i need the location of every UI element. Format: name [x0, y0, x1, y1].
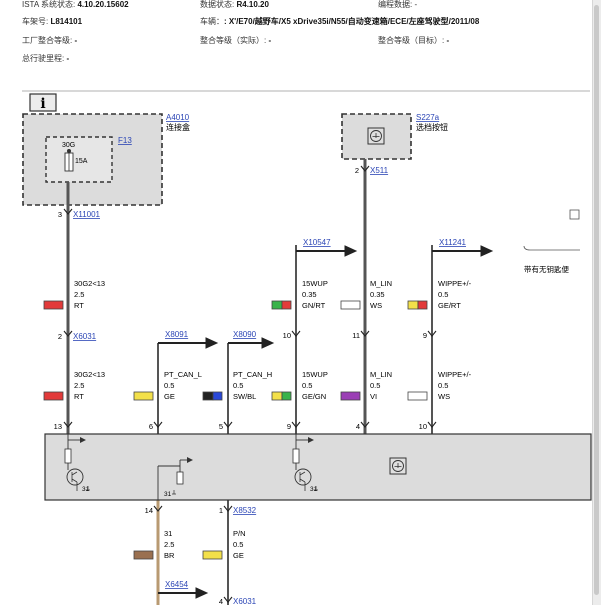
svg-text:15A: 15A [75, 158, 88, 165]
svg-text:BR: BR [164, 551, 175, 560]
svg-text:RT: RT [74, 301, 84, 310]
svg-text:WS: WS [370, 301, 382, 310]
svg-text:10: 10 [419, 422, 427, 431]
svg-text:WIPPE+/-: WIPPE+/- [438, 370, 472, 379]
svg-text:WIPPE+/-: WIPPE+/- [438, 279, 472, 288]
svg-text:2.5: 2.5 [164, 540, 174, 549]
svg-text:30G2<13: 30G2<13 [74, 279, 105, 288]
svg-text:SW/BL: SW/BL [233, 392, 256, 401]
svg-text:31: 31 [164, 529, 172, 538]
svg-text:GE: GE [164, 392, 175, 401]
svg-text:2: 2 [58, 332, 62, 341]
svg-text:14: 14 [145, 506, 153, 515]
s227a-gear-selector [341, 113, 412, 160]
x6031b-link[interactable]: X6031 [233, 597, 257, 605]
actual-level: 整合等级（实际）: - [200, 36, 272, 45]
svg-text:15WUP: 15WUP [302, 279, 328, 288]
svg-text:31: 31 [82, 486, 90, 493]
svg-text:M_LIN: M_LIN [370, 370, 392, 379]
svg-text:30G: 30G [62, 142, 75, 149]
x8090-link[interactable]: X8090 [233, 330, 257, 339]
svg-text:9: 9 [423, 331, 427, 340]
control-unit: 31 31 31 [44, 433, 592, 501]
svg-text:0.5: 0.5 [302, 381, 312, 390]
svg-text:0.35: 0.35 [370, 290, 385, 299]
a4010-link[interactable]: A4010 [166, 113, 190, 122]
x11001-link[interactable]: X11001 [73, 210, 101, 219]
svg-text:0.5: 0.5 [233, 381, 243, 390]
svg-text:M_LIN: M_LIN [370, 279, 392, 288]
svg-text:PT_CAN_H: PT_CAN_H [233, 370, 272, 379]
f13-link[interactable]: F13 [118, 136, 132, 145]
svg-text:30G2<13: 30G2<13 [74, 370, 105, 379]
svg-text:1: 1 [219, 506, 223, 515]
svg-text:GE/GN: GE/GN [302, 392, 326, 401]
scrollbar-thumb[interactable] [594, 5, 599, 595]
target-level: 整合等级（目标）: - [378, 36, 450, 45]
x8532-link[interactable]: X8532 [233, 506, 257, 515]
svg-text:10: 10 [283, 331, 291, 340]
svg-text:2: 2 [355, 166, 359, 175]
svg-text:i: i [40, 96, 45, 112]
x8091-link[interactable]: X8091 [165, 330, 189, 339]
x10547-link[interactable]: X10547 [303, 238, 331, 247]
a4010-name: 连接盒 [166, 122, 190, 132]
svg-text:VI: VI [370, 392, 377, 401]
svg-text:2.5: 2.5 [74, 290, 84, 299]
svg-text:5: 5 [219, 422, 223, 431]
data-status: 数据状态: R4.10.20 [200, 0, 269, 9]
svg-text:31: 31 [164, 491, 172, 498]
svg-text:0.5: 0.5 [438, 381, 448, 390]
svg-text:PT_CAN_L: PT_CAN_L [164, 370, 202, 379]
svg-text:RT: RT [74, 392, 84, 401]
x6031-link[interactable]: X6031 [73, 332, 97, 341]
a4010-junction-box: 30G 15A F13 [22, 113, 163, 206]
svg-text:0.5: 0.5 [370, 381, 380, 390]
svg-text:0.5: 0.5 [438, 290, 448, 299]
svg-text:13: 13 [54, 422, 62, 431]
svg-text:15WUP: 15WUP [302, 370, 328, 379]
svg-text:P/N: P/N [233, 529, 246, 538]
programming-data: 编程数据: - [378, 0, 418, 9]
svg-text:31: 31 [310, 486, 318, 493]
svg-text:0.5: 0.5 [233, 540, 243, 549]
svg-text:2.5: 2.5 [74, 381, 84, 390]
s227a-link[interactable]: S227a [416, 113, 440, 122]
vin: 车架号: L814101 [22, 17, 83, 26]
svg-text:4: 4 [219, 597, 223, 605]
vehicle: 车辆：: X'/E70/越野车/X5 xDrive35i/N55/自动变速箱/E… [200, 17, 480, 26]
svg-text:GE: GE [233, 551, 244, 560]
x11241-link[interactable]: X11241 [439, 238, 467, 247]
svg-text:9: 9 [287, 422, 291, 431]
side-note: 带有无钥匙便 [524, 264, 569, 274]
x511-link[interactable]: X511 [370, 166, 389, 175]
x6454-link[interactable]: X6454 [165, 580, 189, 589]
svg-text:11: 11 [352, 331, 360, 340]
ista-status: ISTA 系统状态: 4.10.20.15602 [22, 0, 129, 9]
mileage: 总行驶里程: - [22, 54, 70, 63]
svg-text:GE/RT: GE/RT [438, 301, 461, 310]
factory-level: 工厂整合等级: - [22, 36, 78, 45]
svg-text:WS: WS [438, 392, 450, 401]
svg-text:3: 3 [58, 210, 62, 219]
info-icon[interactable]: i [29, 93, 57, 112]
svg-text:GN/RT: GN/RT [302, 301, 326, 310]
svg-text:0.5: 0.5 [164, 381, 174, 390]
svg-text:0.35: 0.35 [302, 290, 317, 299]
s227a-name: 选档按钮 [416, 122, 448, 132]
svg-text:6: 6 [149, 422, 153, 431]
svg-text:4: 4 [356, 422, 360, 431]
